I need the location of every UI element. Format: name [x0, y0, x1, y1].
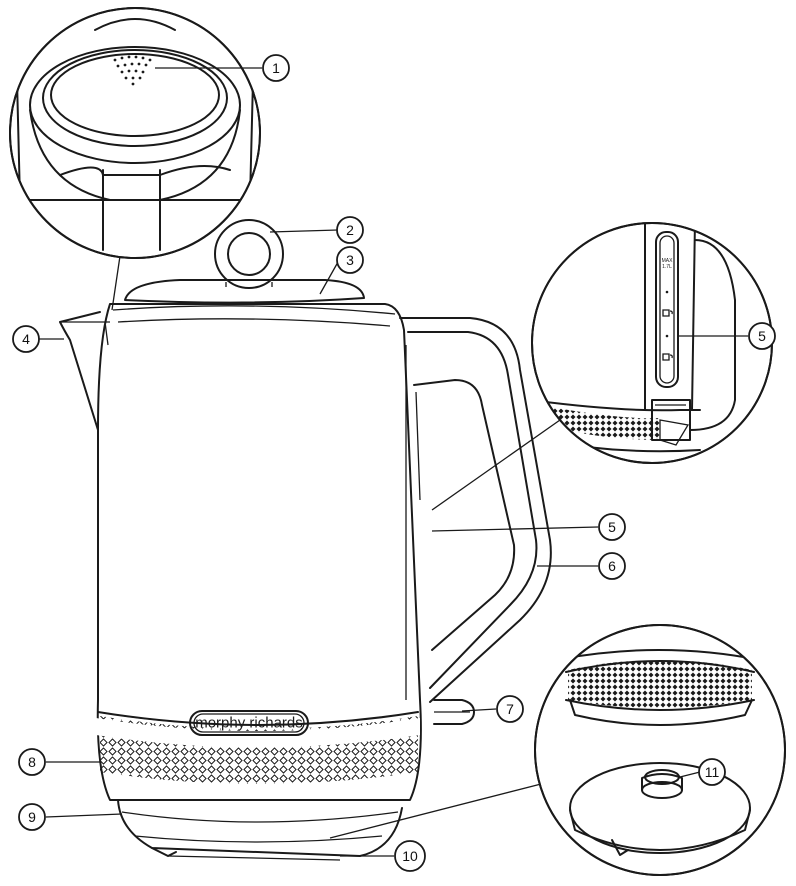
callout-2: 2 [336, 216, 364, 244]
brand-logo-badge [189, 710, 309, 736]
callout-5-inset: 5 [748, 322, 776, 350]
on-off-switch [433, 699, 475, 725]
kettle-main: morphy richards [59, 219, 552, 861]
svg-text:7: 7 [506, 701, 514, 717]
kettle-handle [399, 317, 552, 703]
callout-4: 4 [12, 325, 40, 353]
callout-7: 7 [496, 695, 524, 723]
svg-text:1: 1 [272, 60, 280, 76]
callout-9: 9 [18, 803, 46, 831]
svg-text:2: 2 [346, 222, 354, 238]
svg-text:6: 6 [608, 558, 616, 574]
svg-text:4: 4 [22, 331, 30, 347]
water-window-max-sub: 1.7L [662, 264, 672, 270]
svg-text:10: 10 [402, 848, 418, 864]
water-window-max: MAX [662, 258, 674, 264]
inset-lid-filter [9, 7, 261, 259]
svg-text:3: 3 [346, 252, 354, 268]
svg-text:5: 5 [608, 519, 616, 535]
callout-11: 11 [698, 758, 726, 786]
callout-leaders [39, 67, 748, 857]
callout-3: 3 [336, 246, 364, 274]
callout-5: 5 [598, 513, 626, 541]
callout-10: 10 [394, 840, 426, 872]
kettle-lid [124, 279, 365, 304]
lid-release-button [214, 219, 284, 289]
filter-holes [113, 55, 152, 86]
callout-6: 6 [598, 552, 626, 580]
top-inset-leader [111, 255, 121, 311]
svg-text:8: 8 [28, 754, 36, 770]
svg-text:11: 11 [705, 764, 720, 780]
svg-text:5: 5 [758, 328, 766, 344]
kettle-body [96, 303, 422, 801]
svg-text:9: 9 [28, 809, 36, 825]
callout-1: 1 [262, 54, 290, 82]
brand-logo-text: morphy richards [195, 715, 303, 732]
power-base [117, 799, 403, 857]
kettle-spout [59, 311, 101, 431]
callout-8: 8 [18, 748, 46, 776]
bottom-inset-leader [329, 782, 546, 839]
